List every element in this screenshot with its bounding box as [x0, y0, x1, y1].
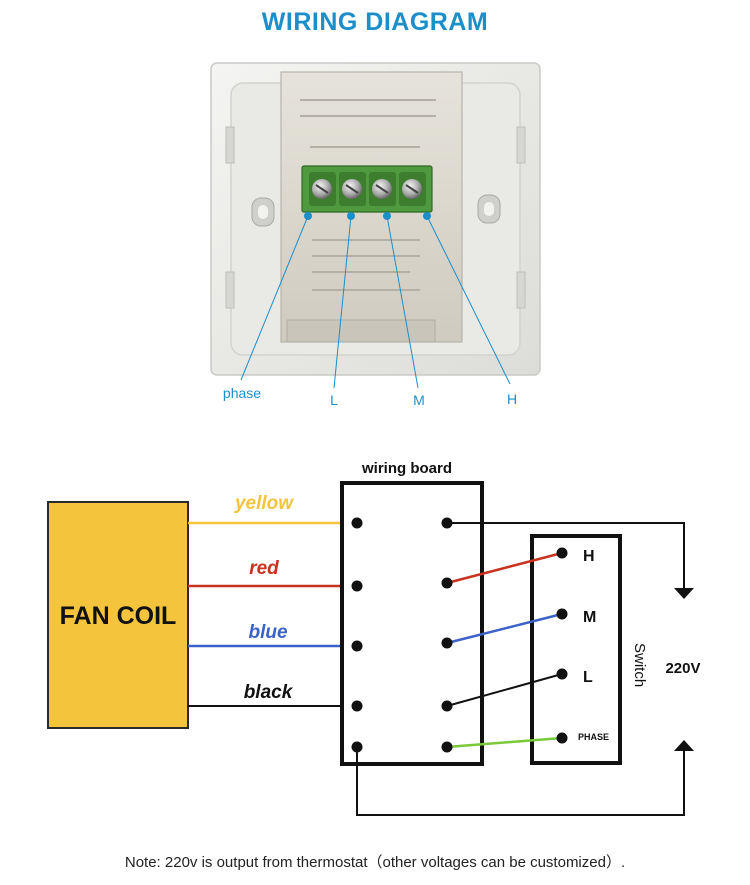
label-m: M — [413, 392, 425, 408]
terminal-marker-phase — [304, 212, 312, 220]
schematic: FAN COIL yellow red blue black wiring bo… — [47, 460, 701, 816]
board-to-switch-h-wire — [446, 551, 563, 585]
arrow-down-icon — [674, 588, 694, 599]
terminal-marker-h — [423, 212, 431, 220]
voltage-label: 220V — [665, 660, 700, 677]
blue-wire-label: blue — [248, 622, 287, 643]
yellow-wire-label: yellow — [234, 493, 294, 514]
terminal-leader-lines — [240, 215, 511, 389]
label-l: L — [330, 392, 338, 408]
label-phase: phase — [223, 385, 261, 401]
wiring-board-label: wiring board — [361, 460, 452, 477]
printed-markings — [300, 99, 436, 291]
supply-bottom-line — [356, 747, 685, 816]
diagram-title: WIRING DIAGRAM — [261, 8, 489, 36]
fan-coil-label: FAN COIL — [60, 602, 177, 630]
fan-coil-box — [47, 501, 189, 729]
board-to-switch-phase-wire — [446, 736, 563, 749]
red-wire-label: red — [249, 558, 279, 579]
arrow-up-icon — [674, 740, 694, 751]
thermostat-photo: phase L M H — [210, 62, 541, 408]
wiring-board — [340, 481, 484, 766]
terminal-marker-m — [383, 212, 391, 220]
terminal-screws — [309, 172, 426, 206]
board-to-switch-l-wire — [446, 673, 563, 707]
side-clips — [225, 126, 526, 309]
switch-terminal-m: M — [583, 609, 596, 626]
switch-terminals — [556, 547, 568, 744]
label-h: H — [507, 391, 517, 407]
board-to-switch-m-wire — [446, 612, 563, 645]
footer-note: Note: 220v is output from thermostat（oth… — [124, 854, 626, 871]
black-wire-label: black — [244, 682, 294, 703]
switch-box — [530, 534, 622, 765]
board-terminals — [351, 517, 453, 753]
switch-label: Switch — [631, 643, 648, 687]
supply-top-line — [447, 522, 685, 592]
switch-terminal-h: H — [583, 548, 595, 565]
switch-terminal-l: L — [583, 669, 593, 686]
switch-terminal-phase: PHASE — [578, 732, 609, 742]
terminal-marker-l — [347, 212, 355, 220]
